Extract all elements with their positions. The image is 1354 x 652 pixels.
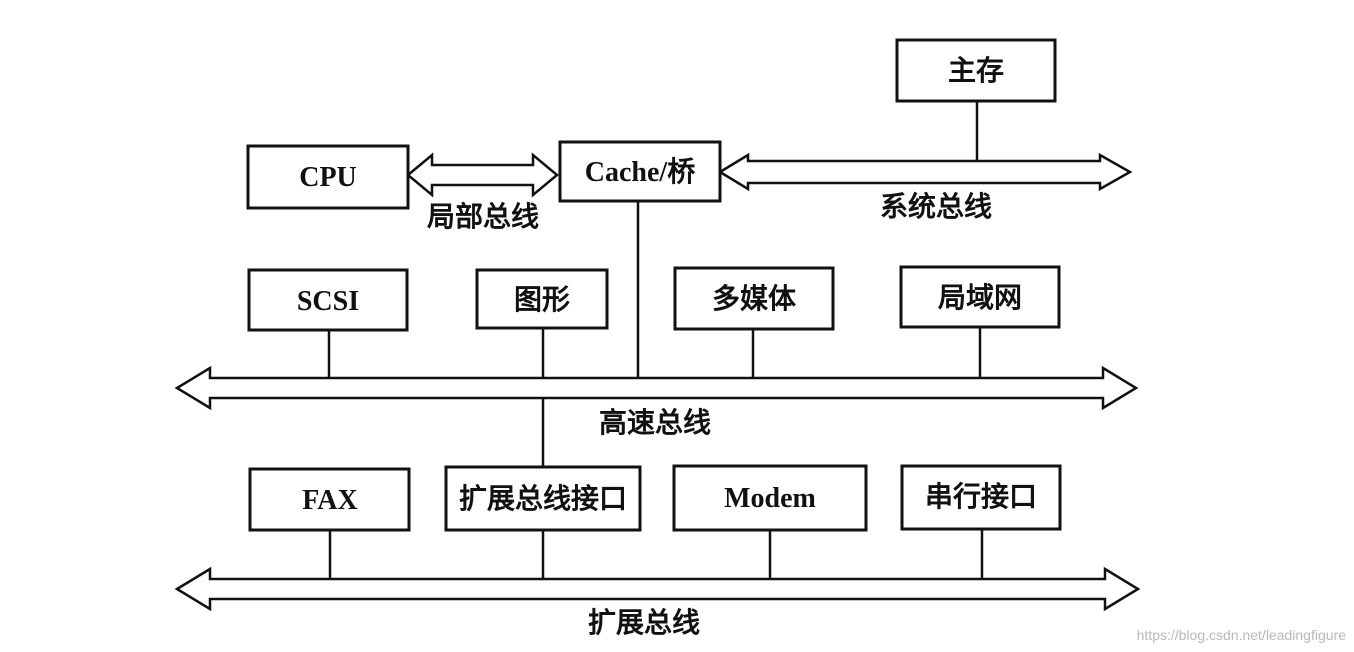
scsi-label: SCSI: [297, 286, 359, 317]
connectors: [327, 101, 984, 579]
cpu-box: CPU: [246, 144, 410, 210]
serial-interface-label: 串行接口: [925, 480, 1037, 513]
modem-box: Modem: [672, 464, 868, 532]
system-bus-arrow: [717, 152, 1133, 192]
expansion-interface-box: 扩展总线接口: [444, 465, 642, 532]
fax-box: FAX: [248, 467, 411, 532]
main-memory-label: 主存: [948, 54, 1004, 87]
watermark-text: https://blog.csdn.net/leadingfigure: [1137, 627, 1347, 643]
expansion-bus-arrow: [174, 566, 1141, 612]
local-bus-label: 局部总线: [427, 201, 539, 233]
scsi-box: SCSI: [247, 268, 409, 332]
local-bus-arrow: [406, 152, 559, 198]
system-bus-label: 系统总线: [880, 190, 992, 223]
high-speed-bus-label: 高速总线: [599, 407, 711, 439]
lan-box: 局域网: [899, 265, 1061, 329]
cpu-label: CPU: [299, 162, 357, 193]
cache-bridge-label: Cache/桥: [585, 156, 695, 188]
high-speed-bus-arrow: [174, 365, 1139, 411]
expansion-bus-label: 扩展总线: [588, 607, 700, 639]
expansion-interface-label: 扩展总线接口: [459, 483, 627, 515]
multimedia-label: 多媒体: [712, 283, 797, 315]
graphics-label: 图形: [514, 284, 570, 316]
serial-interface-box: 串行接口: [900, 464, 1062, 531]
buses: [174, 152, 1141, 612]
lan-label: 局域网: [938, 282, 1022, 314]
modem-label: Modem: [724, 483, 816, 514]
cache-bridge-box: Cache/桥: [558, 140, 722, 203]
graphics-box: 图形: [475, 268, 609, 330]
multimedia-box: 多媒体: [673, 266, 835, 331]
fax-label: FAX: [302, 485, 357, 516]
main-memory-box: 主存: [895, 38, 1057, 103]
